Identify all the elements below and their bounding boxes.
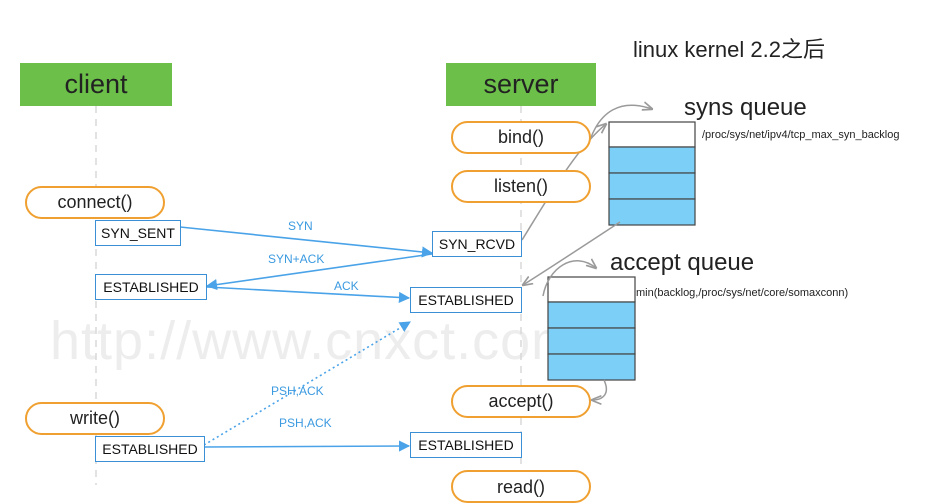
syns-queue-slot xyxy=(608,146,696,174)
listen-call: listen() xyxy=(451,170,591,203)
syns-queue-slot xyxy=(608,198,696,226)
accept-queue-slot xyxy=(547,353,636,381)
accept-queue-header xyxy=(547,276,636,303)
server-state-syn-rcvd: SYN_RCVD xyxy=(432,231,522,257)
arrow-syn xyxy=(179,226,434,258)
server-header: server xyxy=(446,63,596,106)
arrow-ack xyxy=(206,286,411,304)
client-header: client xyxy=(20,63,172,106)
syns-queue-title: syns queue xyxy=(684,94,807,121)
syns-queue-param: /proc/sys/net/ipv4/tcp_max_syn_backlog xyxy=(702,129,900,141)
syns-queue-slot xyxy=(608,172,696,200)
bind-call: bind() xyxy=(451,121,591,154)
watermark-text: http://www.cnxct.com xyxy=(50,311,578,371)
message-syn-ack: SYN+ACK xyxy=(268,252,325,266)
message-psh-ack: PSH,ACK xyxy=(279,416,332,430)
flow-syns-to-established xyxy=(523,221,621,285)
syns-queue-header xyxy=(608,121,696,148)
client-state-syn-sent: SYN_SENT xyxy=(95,220,181,246)
write-call: write() xyxy=(25,402,165,435)
accept-queue-slot xyxy=(547,301,636,329)
diagram-canvas xyxy=(95,0,696,485)
server-state-established: ESTABLISHED xyxy=(410,287,522,313)
message-ack: ACK xyxy=(334,279,359,293)
accept-queue-title: accept queue xyxy=(610,249,755,276)
arrow-syn-ack xyxy=(205,253,433,291)
diagram-title: linux kernel 2.2之后 xyxy=(633,37,825,62)
client-state-established: ESTABLISHED xyxy=(95,274,207,300)
message-psh-ack-dotted: PSH,ACK xyxy=(271,384,324,398)
connect-call: connect() xyxy=(25,186,165,219)
accept-queue-slot xyxy=(547,327,636,355)
message-syn: SYN xyxy=(288,219,313,233)
read-call: read() xyxy=(451,470,591,503)
flow-accept-queue-to-accept xyxy=(592,379,608,400)
server-state-established-read: ESTABLISHED xyxy=(410,432,522,458)
accept-call: accept() xyxy=(451,385,591,418)
flow-to-syns-queue xyxy=(589,105,652,141)
accept-queue-param: min(backlog,/proc/sys/net/core/somaxconn… xyxy=(636,287,849,299)
client-state-established-write: ESTABLISHED xyxy=(95,436,205,462)
arrow-psh-ack xyxy=(203,440,411,452)
flow-to-accept-queue xyxy=(542,261,596,297)
